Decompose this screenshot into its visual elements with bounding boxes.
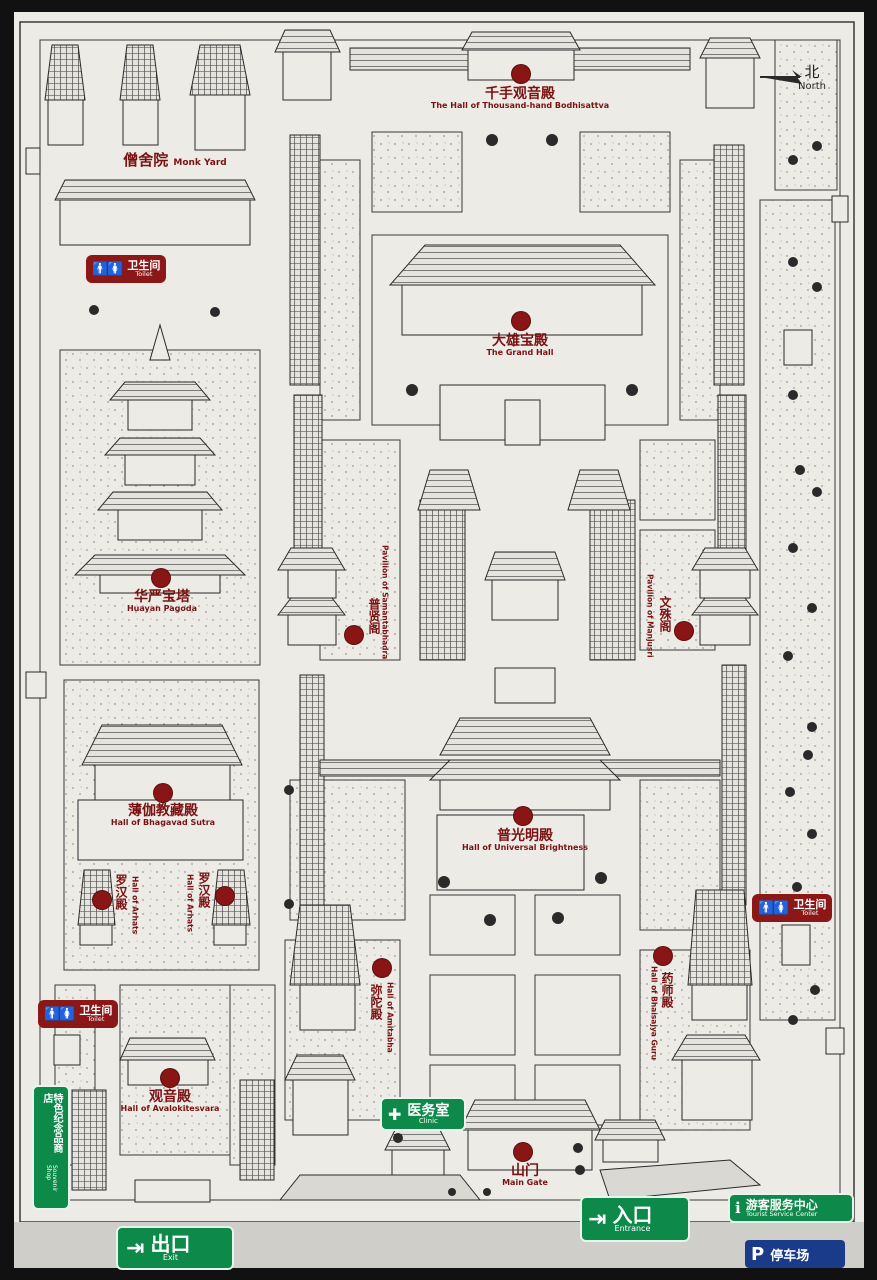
marker-universal[interactable] [514,807,532,825]
clinic-sign[interactable]: ✚ 医务室 Clinic [380,1097,466,1131]
north-label: 北 North [798,64,826,92]
central-pavilions [417,469,631,704]
label-arhats-right-zh: 罗汉殿 [197,872,211,908]
exit-icon: ⇥ [126,1235,145,1261]
label-manjusri-en: Pavilion of Manjusri [645,574,655,658]
medical-cross-icon: ✚ [388,1104,402,1124]
label-bhagavad: 薄伽教藏殿 Hall of Bhagavad Sutra [110,803,216,827]
label-amitabha-zh: 弥陀殿 [369,984,383,1020]
avalokitesvara-hall-building [119,1037,216,1203]
label-huayan-pagoda: 华严宝塔 Huayan Pagoda [126,589,198,613]
toilet-sign-2[interactable]: 🚹🚺 卫生间 Toilet [752,894,833,922]
toilet-icon: 🚹🚺 [92,261,123,277]
label-arhats-right-en: Hall of Arhats [185,874,195,933]
marker-arhats-right[interactable] [216,887,234,905]
label-avalokitesvara: 观音殿 Hall of Avalokitesvara [120,1089,220,1113]
samantabhadra-pavilion-building [276,547,347,646]
label-universal: 普光明殿 Hall of Universal Brightness [461,828,588,852]
marker-thousand-hand[interactable] [512,65,530,83]
toilet-icon: 🚹🚺 [758,900,789,916]
label-arhats-left-zh: 罗汉殿 [114,874,128,910]
tourist-center-sign[interactable]: i 游客服务中心 Tourist Service Center [728,1193,854,1223]
label-grand-hall: 大雄宝殿 The Grand Hall [486,333,554,357]
toilet-sign-1[interactable]: 🚹🚺 卫生间 Toilet [86,255,167,283]
marker-bhagavad[interactable] [154,784,172,802]
label-monk-yard: 僧舍院 Monk Yard [123,151,227,169]
label-bhaisajya-en: Hall of Bhaisajya Guru [649,966,659,1060]
toilet-icon: 🚹🚺 [44,1006,75,1022]
trees [89,134,822,1196]
marker-bhaisajya[interactable] [654,947,672,965]
souvenir-shop-sign[interactable]: 特色纪念品商店 Souvenir Shop [32,1085,70,1210]
galleries [71,47,753,1191]
side-gate-pavilions [284,984,761,1136]
label-arhats-left-en: Hall of Arhats [130,876,140,935]
universal-brightness-building [428,717,622,891]
right-small-pavilions [25,147,849,1066]
manjusri-pavilion-building [690,547,760,646]
label-thousand-hand: 千手观音殿 The Hall of Thousand-hand Bodhisat… [430,86,610,110]
label-amitabha-en: Hall of Amitabha [385,982,395,1053]
entrance-sign[interactable]: ⇥ 入口 Entrance [580,1196,690,1242]
huayan-pagoda-building [73,323,247,594]
marker-arhats-left[interactable] [93,891,111,909]
label-bhaisajya-zh: 药师殿 [660,972,674,1008]
buildings [25,29,849,1203]
toilet-sign-3[interactable]: 🚹🚺 卫生间 Toilet [38,1000,119,1028]
label-manjusri-zh: 文殊阁 [658,596,672,632]
parking-icon: P [751,1243,765,1265]
entrance-icon: ⇥ [588,1206,607,1232]
monk-yard-buildings [44,44,256,246]
marker-manjusri[interactable] [675,622,693,640]
parking-sign[interactable]: P 停车场 [745,1240,845,1268]
exit-sign[interactable]: ⇥ 出口 Exit [116,1226,234,1270]
marker-amitabha[interactable] [373,959,391,977]
label-samantabhadra-en: Pavilion of Samantabhadra [380,545,390,660]
north-zh: 北 [804,63,820,81]
marker-avalokitesvara[interactable] [161,1069,179,1087]
marker-samantabhadra[interactable] [345,626,363,644]
north-arrow-icon [760,70,802,84]
corner-pavilions [274,29,761,109]
label-main-gate: 山门 Main Gate [502,1163,548,1187]
marker-huayan-pagoda[interactable] [152,569,170,587]
marker-grand-hall[interactable] [512,312,530,330]
marker-main-gate[interactable] [514,1143,532,1161]
label-samantabhadra-zh: 普贤阁 [367,598,381,634]
north-en: North [798,80,826,92]
info-icon: i [735,1199,741,1217]
bhagavad-hall-building [77,724,251,946]
